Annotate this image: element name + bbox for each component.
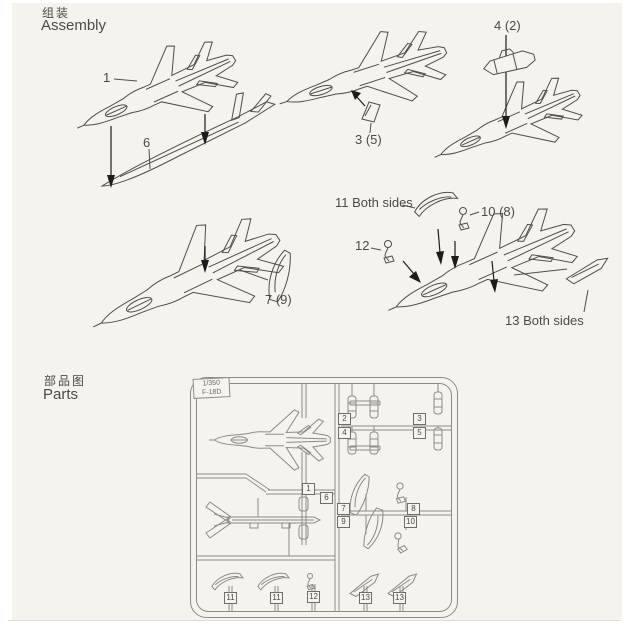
- sprue-model: F-18D: [201, 388, 222, 397]
- callout-part-12: 12: [355, 238, 370, 253]
- sprue-plate-12: 12: [307, 591, 320, 603]
- sprue-plate-11a: 11: [224, 592, 237, 604]
- scan-fold-line: [8, 620, 620, 621]
- callout-part-13: 13 Both sides: [505, 313, 584, 328]
- sprue-plate-6: 6: [320, 492, 333, 504]
- step4-aircraft-drawing: [66, 198, 305, 367]
- sprue-plate-13a: 13: [359, 592, 372, 604]
- leader-line-1: [114, 79, 137, 81]
- sprue-plate-4: 4: [338, 427, 351, 439]
- parts-title-en: Parts: [43, 386, 79, 403]
- callout-part-11: 11 Both sides: [335, 195, 413, 210]
- step5-gear-part12: [383, 240, 395, 264]
- sprue-part1-upper-body: [208, 409, 331, 471]
- step4-attach-line: [240, 270, 268, 280]
- sprue-plate-11b: 11: [270, 592, 283, 604]
- callout-part-4: 4 (2): [494, 18, 521, 33]
- sprue-frame: [191, 378, 458, 618]
- step1-lower-fuselage-part6: [88, 83, 282, 188]
- sprue-plate-1: 1: [302, 483, 315, 495]
- assembly-title-en: Assembly: [41, 17, 107, 34]
- callout-part-7: 7 (9): [265, 292, 292, 307]
- step5-leader-lines: [371, 205, 588, 312]
- step1-arrows: [107, 114, 209, 188]
- sprue-parts-2-3-4-5: [347, 384, 443, 455]
- step2-panel-part3: [362, 102, 380, 133]
- callout-part-1: 1: [103, 70, 111, 85]
- step5-stab-part13: [565, 252, 609, 289]
- step2-aircraft-drawing: [263, 15, 462, 139]
- step4-arrow: [201, 246, 209, 273]
- callout-part-10: 10 (8): [481, 204, 515, 219]
- step5-panel-part11: [412, 190, 460, 218]
- sprue-part6-lower-body: [206, 498, 320, 556]
- step5-gear-part10: [458, 207, 470, 231]
- sprue-plate-7: 7: [337, 503, 350, 515]
- sprue-plate-10: 10: [404, 516, 417, 528]
- callout-part-3: 3 (5): [355, 132, 382, 147]
- step5-arrows: [403, 229, 498, 293]
- sprue-scale-tag: 1/350 F-18D: [192, 377, 231, 399]
- sprue-plate-2: 2: [338, 413, 351, 425]
- sprue-plate-9: 9: [337, 516, 350, 528]
- parts-title-cn: 部品图: [44, 374, 87, 388]
- sprue-plate-3: 3: [413, 413, 426, 425]
- step1-aircraft-drawing: [56, 24, 256, 162]
- callout-part-6: 6: [143, 135, 151, 150]
- sprue-plate-8: 8: [407, 503, 420, 515]
- sprue-plate-13b: 13: [393, 592, 406, 604]
- step3-pod-part4: [481, 44, 537, 78]
- sprue-plate-5: 5: [413, 427, 426, 439]
- step3-arrow-head: [502, 116, 510, 129]
- leader-line-6: [149, 149, 150, 169]
- assembly-title-cn: 组装: [42, 6, 71, 20]
- step2-arrow: [351, 90, 365, 106]
- sprue-parts-7-8-9-10: [347, 472, 409, 554]
